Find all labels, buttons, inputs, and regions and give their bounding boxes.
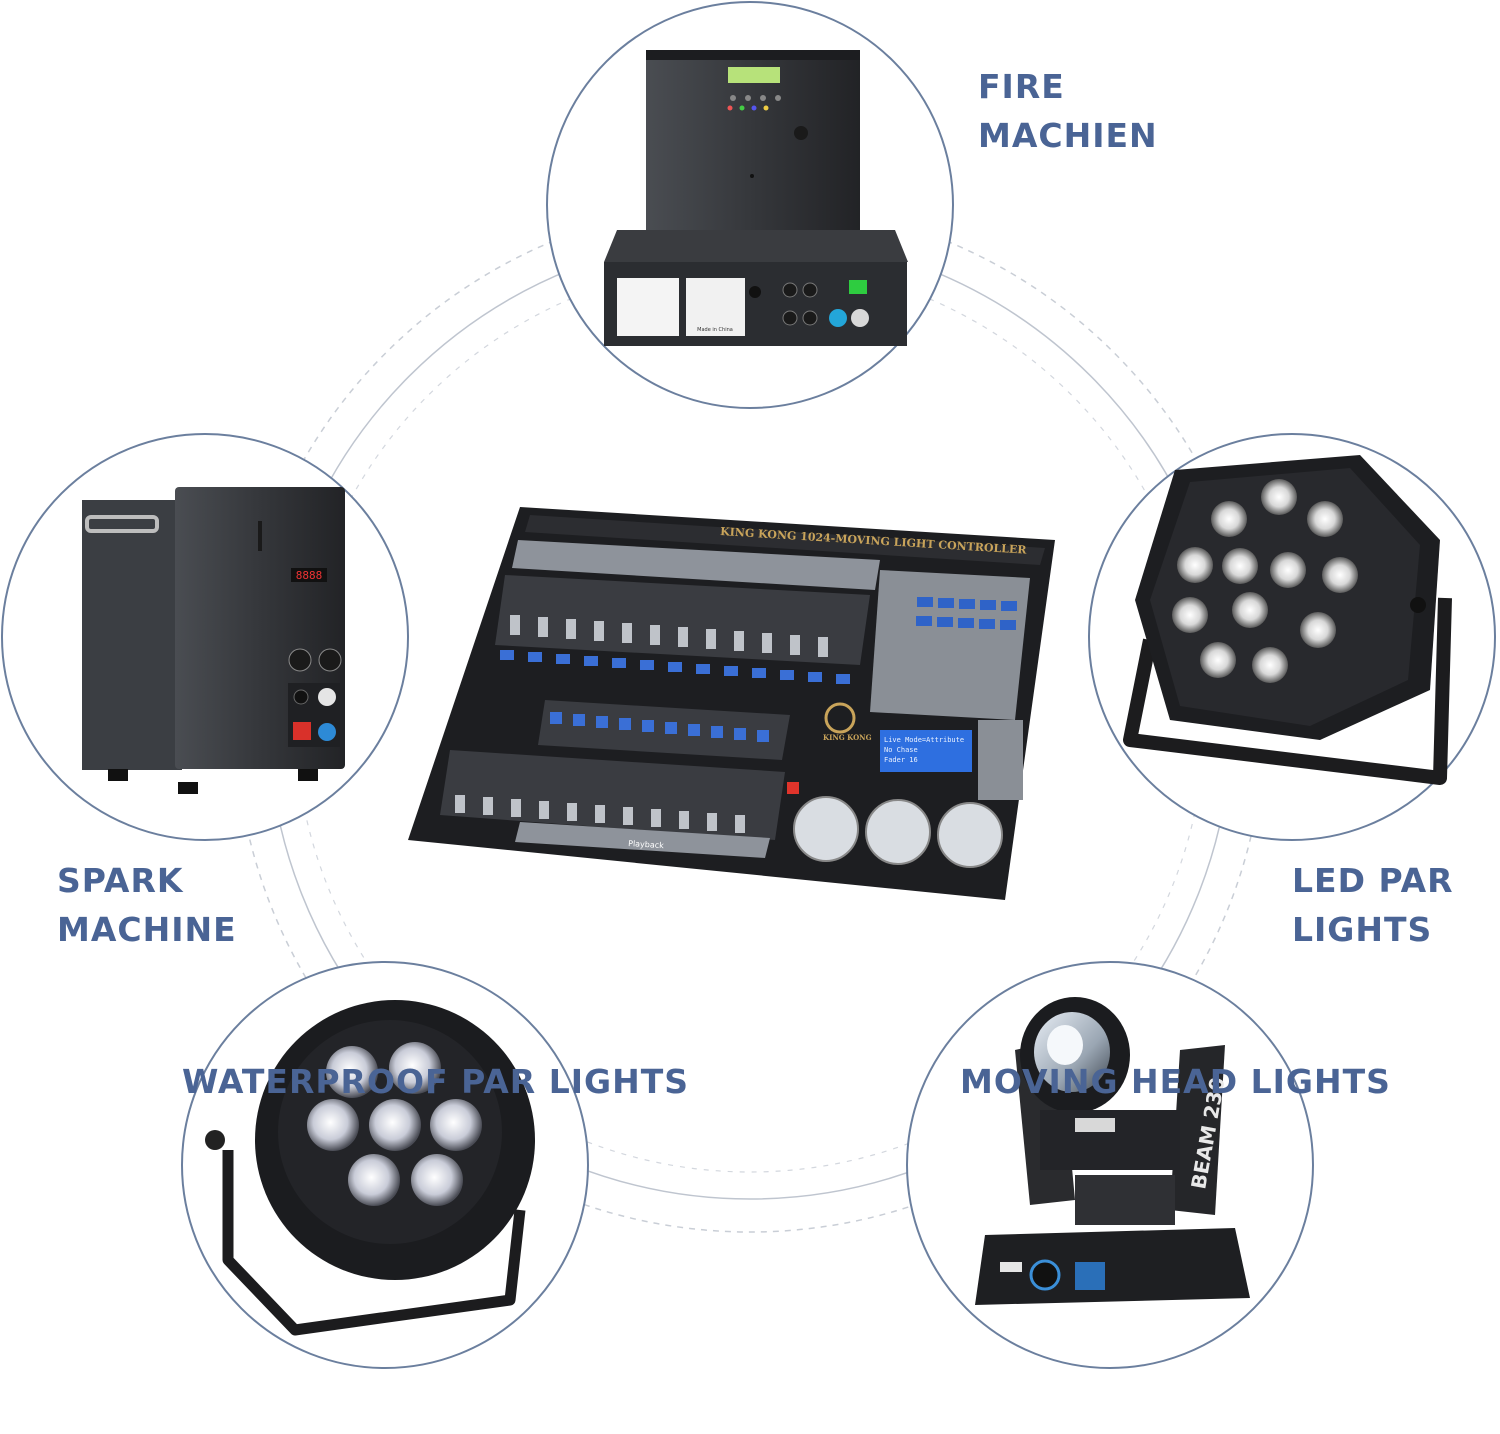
console-wheel-a xyxy=(793,796,859,862)
console-logo: KING KONG xyxy=(823,733,872,742)
spark-machine-label-line-2: MACHINE xyxy=(57,910,237,949)
fire-machine-made-in: Made in China xyxy=(697,327,733,333)
led-par-label-line-2: LIGHTS xyxy=(1292,910,1433,949)
led-par-label-line-1: LED PAR xyxy=(1292,861,1454,900)
spark-machine-label: SPARK MACHINE xyxy=(57,856,237,954)
moving-head-group: BEAM 230 xyxy=(906,961,1314,1369)
dmx-console: KING KONG 1024-MOVING LIGHT CONTROLLER xyxy=(408,507,1055,900)
console-lcd-line-2: No Chase xyxy=(884,746,918,754)
console-lcd-line-1: Live Mode=Attribute xyxy=(884,736,964,744)
moving-head-label: MOVING HEAD LIGHTS xyxy=(960,1062,1391,1101)
waterproof-par-label: WATERPROOF PAR LIGHTS xyxy=(182,1062,689,1101)
fire-machine-label: FIRE MACHIEN xyxy=(978,62,1158,160)
fire-machine-group: Made in China xyxy=(546,1,954,409)
led-par-leds xyxy=(1172,479,1358,683)
console-wheel-c xyxy=(937,802,1003,868)
console-wheel-b xyxy=(865,799,931,865)
led-par-label: LED PAR LIGHTS xyxy=(1292,856,1454,954)
svg-text:8888: 8888 xyxy=(296,569,323,582)
console-lcd-line-3: Fader 16 xyxy=(884,756,918,764)
fire-machine-label-line-2: MACHIEN xyxy=(978,116,1158,155)
spark-machine-group: 8888 xyxy=(1,433,409,841)
spark-machine-label-line-1: SPARK xyxy=(57,861,184,900)
console-playback-label: Playback xyxy=(628,839,665,850)
fire-machine-label-line-1: FIRE xyxy=(978,67,1065,106)
waterproof-par-leds xyxy=(307,1042,482,1206)
led-par-group xyxy=(1088,433,1496,841)
waterproof-par-group xyxy=(181,961,589,1369)
